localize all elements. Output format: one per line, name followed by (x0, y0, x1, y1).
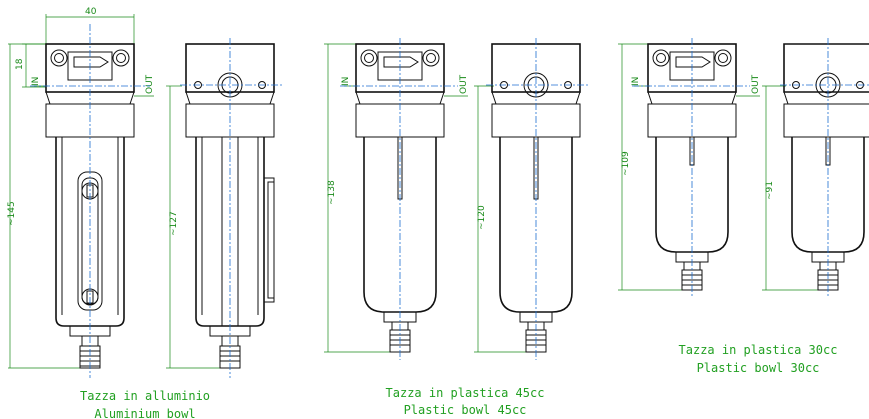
aluminium-side-view: ~127 (166, 38, 282, 378)
caption-aluminium-en: Aluminium bowl (94, 407, 195, 419)
caption-plastic30-en: Plastic bowl 30cc (697, 361, 820, 375)
dim-width: 40 (85, 7, 97, 17)
caption-aluminium-it: Tazza in alluminio (80, 389, 210, 403)
dim-top: 18 (15, 58, 25, 70)
label-out-30: OUT (751, 74, 761, 94)
label-out-45: OUT (459, 74, 469, 94)
dim-height-alu-front: ~145 (7, 201, 17, 226)
caption-plastic45-en: Plastic bowl 45cc (404, 403, 527, 417)
label-in: IN (31, 77, 41, 86)
plastic45-side-view: ~120 (474, 38, 590, 360)
caption-plastic45-it: Tazza in plastica 45cc (386, 386, 545, 400)
label-in-30: IN (631, 77, 641, 86)
caption-plastic30-it: Tazza in plastica 30cc (679, 343, 838, 357)
dim-height-45-front: ~138 (327, 180, 337, 205)
dim-height-30-side: ~91 (765, 181, 775, 200)
dim-height-alu-side: ~127 (169, 211, 179, 236)
aluminium-front-view: 40 18 IN ~145 OUT (7, 7, 155, 378)
plastic30-front-view: ~109 IN OUT (618, 38, 761, 298)
plastic30-side-view: ~91 (762, 38, 869, 298)
dim-height-30-front: ~109 (621, 151, 631, 176)
dim-height-45-side: ~120 (477, 205, 487, 230)
label-out: OUT (145, 74, 155, 94)
plastic45-front-view: ~138 IN OUT (324, 38, 469, 360)
label-in-45: IN (341, 77, 351, 86)
